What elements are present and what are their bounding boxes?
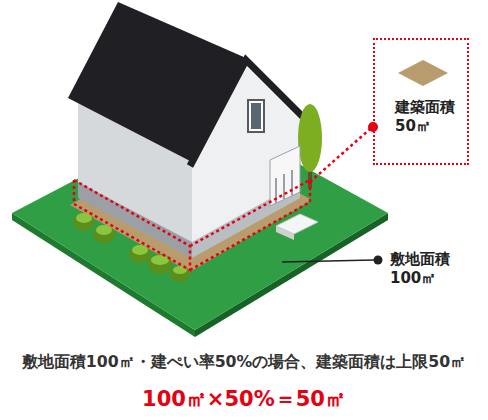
porch-column [283, 174, 285, 199]
formula: 100㎡×50%＝50㎡ [0, 386, 488, 412]
leader-line [282, 260, 374, 262]
area-label: 敷地面積 100㎡ [390, 250, 480, 288]
footprint-outline [74, 180, 310, 270]
bushes [73, 213, 190, 282]
caption: 敷地面積100㎡・建ぺい率50%の場合、建築面積は上限50㎡ [0, 352, 488, 373]
roof [68, 2, 246, 162]
leader-line [310, 129, 370, 182]
callout-box: 建築面積 50㎡ [373, 38, 469, 165]
bush-tops [76, 213, 187, 274]
callout-text: 建築面積 50㎡ [395, 98, 461, 136]
footprint-icon [398, 60, 448, 86]
step [276, 226, 294, 240]
window [248, 100, 264, 132]
leader-dot [374, 256, 383, 265]
tree [298, 104, 322, 172]
window-glass [251, 103, 261, 129]
porch [270, 146, 300, 206]
